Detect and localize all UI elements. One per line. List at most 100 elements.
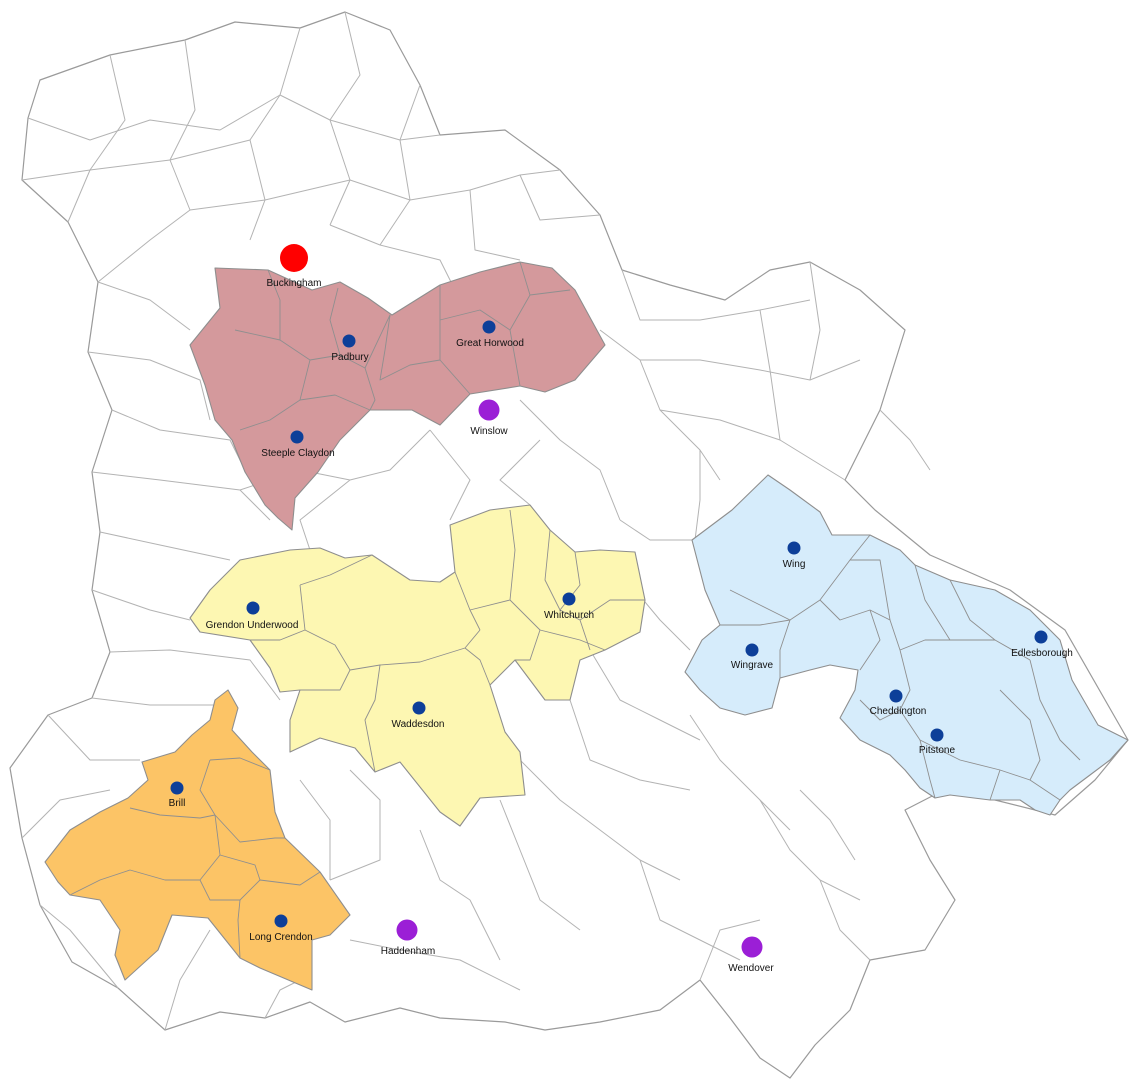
place-label: Grendon Underwood bbox=[206, 620, 299, 631]
parish-boundary bbox=[429, 429, 471, 521]
place-wingrave: Wingrave bbox=[731, 643, 774, 671]
parish-boundary bbox=[569, 699, 691, 791]
east-inner-boundary bbox=[989, 769, 1001, 801]
district-outline bbox=[9, 11, 1129, 1079]
north-inner-boundary bbox=[234, 314, 391, 369]
place-buckingham: Buckingham bbox=[266, 244, 322, 289]
parish-boundary bbox=[499, 439, 541, 506]
south-west-inner-boundary bbox=[209, 757, 271, 771]
place-label: Brill bbox=[169, 798, 186, 809]
place-long-crendon: Long Crendon bbox=[249, 914, 313, 943]
parish-boundary bbox=[689, 714, 791, 831]
parish-boundary bbox=[349, 939, 521, 991]
east-inner-boundary bbox=[899, 639, 950, 651]
central-inner-boundary bbox=[539, 629, 606, 651]
village-marker bbox=[246, 601, 260, 615]
south-west-inner-boundary bbox=[214, 814, 285, 843]
parish-boundary bbox=[879, 409, 931, 471]
parish-boundary bbox=[639, 859, 741, 961]
east-inner-boundary bbox=[779, 619, 791, 678]
central-inner-boundary bbox=[299, 554, 373, 586]
east-inner-boundary bbox=[1029, 659, 1081, 761]
south-west-inner-boundary bbox=[199, 759, 216, 816]
north-inner-boundary bbox=[299, 394, 371, 411]
parish-boundary bbox=[329, 769, 381, 881]
south-west-cluster-area bbox=[44, 689, 351, 991]
places: Buckingham Padbury Great Horwood Winslow… bbox=[169, 244, 1073, 974]
parish-boundary bbox=[97, 281, 191, 331]
place-label: Pitstone bbox=[919, 745, 956, 756]
parish-boundary bbox=[111, 409, 246, 471]
east-inner-boundary bbox=[859, 699, 1061, 801]
parish-boundary bbox=[759, 309, 781, 441]
parish-boundary bbox=[799, 789, 856, 861]
parish-boundary bbox=[469, 189, 521, 261]
village-marker bbox=[342, 334, 356, 348]
place-steeple-claydon: Steeple Claydon bbox=[261, 430, 335, 459]
parish-boundary bbox=[97, 39, 196, 283]
market-town-marker bbox=[396, 919, 418, 941]
parish-boundary bbox=[91, 589, 191, 621]
parish-boundary bbox=[21, 139, 251, 181]
parish-boundary bbox=[67, 54, 126, 223]
north-inner-boundary bbox=[267, 269, 281, 340]
central-inner-boundary bbox=[464, 647, 491, 686]
village-marker bbox=[1034, 630, 1048, 644]
parish-boundary bbox=[379, 84, 421, 246]
parish-boundary bbox=[499, 799, 581, 931]
east-inner-boundary bbox=[899, 649, 911, 711]
place-label: Haddenham bbox=[381, 946, 435, 957]
south-west-inner-boundary bbox=[129, 807, 216, 819]
parish-boundary bbox=[264, 979, 301, 1019]
parish-boundary bbox=[621, 269, 811, 321]
south-west-inner-boundary bbox=[237, 899, 241, 959]
place-padbury: Padbury bbox=[331, 334, 369, 363]
parish-boundary bbox=[819, 879, 871, 961]
central-inner-boundary bbox=[579, 619, 591, 651]
place-label: Wing bbox=[783, 559, 806, 570]
parish-boundary bbox=[299, 779, 331, 880]
place-label: Steeple Claydon bbox=[261, 448, 334, 459]
place-label: Winslow bbox=[470, 426, 508, 437]
place-winslow: Winslow bbox=[470, 399, 508, 437]
place-edlesborough: Edlesborough bbox=[1011, 630, 1073, 659]
village-marker bbox=[412, 701, 426, 715]
parish-boundary bbox=[619, 519, 700, 541]
north-inner-boundary bbox=[509, 261, 531, 387]
parish-boundary bbox=[519, 399, 621, 521]
central-inner-boundary bbox=[364, 664, 381, 773]
parish-boundary bbox=[109, 649, 281, 701]
parish-boundary bbox=[759, 799, 861, 901]
east-inner-boundary bbox=[729, 534, 871, 621]
parish-boundaries bbox=[21, 11, 931, 1031]
east-inner-boundary bbox=[859, 609, 881, 671]
place-waddesdon: Waddesdon bbox=[392, 701, 445, 730]
parish-boundary bbox=[99, 531, 231, 561]
place-label: Wendover bbox=[728, 963, 774, 974]
market-town-marker bbox=[478, 399, 500, 421]
parish-boundary bbox=[519, 174, 601, 221]
central-cluster bbox=[189, 504, 646, 827]
place-cheddington: Cheddington bbox=[870, 689, 926, 717]
south-west-cluster bbox=[44, 689, 351, 991]
central-inner-boundary bbox=[544, 529, 645, 621]
east-cluster bbox=[684, 474, 1129, 816]
place-label: Edlesborough bbox=[1011, 648, 1073, 659]
place-label: Wingrave bbox=[731, 660, 774, 671]
parish-boundary bbox=[640, 359, 861, 381]
parish-boundary bbox=[39, 904, 119, 989]
east-inner-boundary bbox=[949, 579, 996, 641]
place-wendover: Wendover bbox=[728, 936, 774, 974]
north-inner-boundary bbox=[329, 287, 341, 356]
place-brill: Brill bbox=[169, 781, 186, 809]
place-label: Long Crendon bbox=[249, 932, 312, 943]
north-inner-boundary bbox=[379, 314, 471, 395]
village-marker bbox=[930, 728, 944, 742]
central-inner-boundary bbox=[469, 599, 511, 611]
village-marker bbox=[787, 541, 801, 555]
place-label: Padbury bbox=[331, 352, 368, 363]
parish-boundary bbox=[419, 829, 501, 961]
place-pitstone: Pitstone bbox=[919, 728, 956, 756]
parish-boundary bbox=[21, 789, 111, 839]
east-inner-boundary bbox=[720, 619, 791, 626]
